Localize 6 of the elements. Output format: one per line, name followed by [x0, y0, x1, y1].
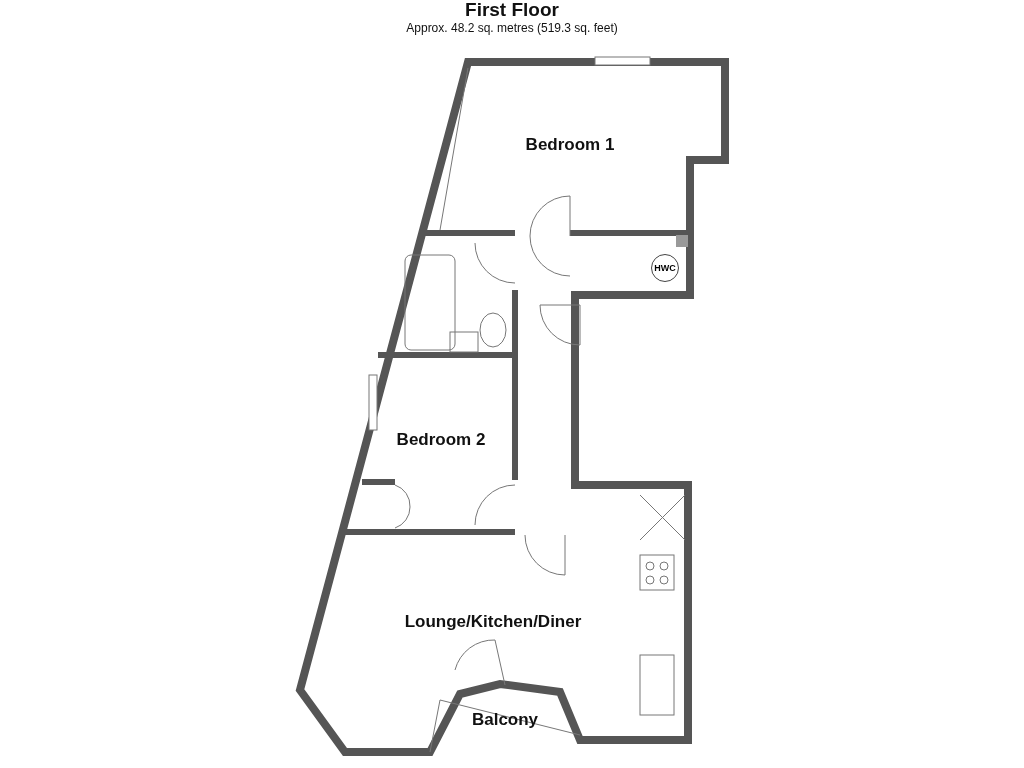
plan-title: First Floor	[465, 0, 559, 21]
area-caption: Approx. 48.2 sq. metres (519.3 sq. feet)	[406, 21, 618, 35]
room-label: Lounge/Kitchen/Diner	[404, 612, 582, 632]
room-label: Bedroom 2	[396, 430, 486, 450]
room-label: Balcony	[471, 710, 539, 730]
room-label: Bedroom 1	[525, 135, 615, 155]
